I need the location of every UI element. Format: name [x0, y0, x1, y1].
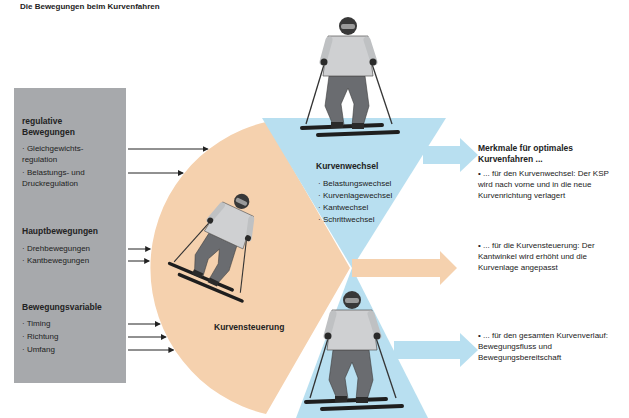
- diagram-title: Die Bewegungen beim Kurvenfahren: [20, 1, 280, 12]
- blue-wedge-shape: [262, 118, 446, 268]
- block-arrow: [423, 138, 478, 172]
- bullet-text: · Drehbewegungen: [22, 243, 122, 254]
- input-arrow: [128, 350, 173, 351]
- bullet-text: · Belastungs- und Druckregulation: [22, 167, 114, 189]
- feature-text: • ... für den gesamten Kurvenverlauf: Be…: [478, 330, 618, 363]
- bullet-text: · Umfang: [22, 344, 122, 355]
- block-arrow: [394, 333, 478, 367]
- bullet-text: · Timing: [22, 318, 122, 329]
- input-arrow: [128, 261, 149, 262]
- bullet-text: · Gleichgewichts-regulation: [22, 143, 114, 165]
- input-arrow: [128, 337, 166, 338]
- section-heading: Hauptbewegungen: [22, 226, 122, 237]
- skier-top: [302, 17, 398, 135]
- blue-wedge: Kurvenwechsel · Belastungswechsel· Kurven…: [262, 118, 446, 268]
- bullet-text: · Schrittwechsel: [318, 214, 428, 225]
- section-heading: Bewegungsvariable: [22, 302, 122, 313]
- section-heading: Kurvenwechsel: [316, 161, 426, 172]
- movement-panel: regulative Bewegungen · Gleichgewichts-re…: [14, 88, 126, 383]
- input-arrow: [128, 173, 183, 174]
- bullet-text: · Kantbewegungen: [22, 255, 122, 266]
- section-heading: regulative Bewegungen: [22, 116, 114, 138]
- bullet-text: · Richtung: [22, 331, 122, 342]
- input-arrow: [128, 324, 160, 325]
- bullet-text: · Kantwechsel: [318, 202, 428, 213]
- bullet-text: · Kurvenlagewechsel: [318, 190, 428, 201]
- feature-heading: Merkmale für optimales Kurvenfahren ...: [478, 143, 610, 165]
- feature-text: • ... für die Kurvensteuerung: Der Kantw…: [478, 240, 618, 273]
- section-heading: Kurvensteuerung: [214, 322, 304, 333]
- feature-text: • ... für den Kurvenwechsel: Der KSP wir…: [478, 168, 624, 201]
- block-arrow: [352, 251, 457, 285]
- bullet-text: · Belastungswechsel: [318, 178, 428, 189]
- input-arrow: [128, 149, 208, 150]
- input-arrow: [128, 249, 150, 250]
